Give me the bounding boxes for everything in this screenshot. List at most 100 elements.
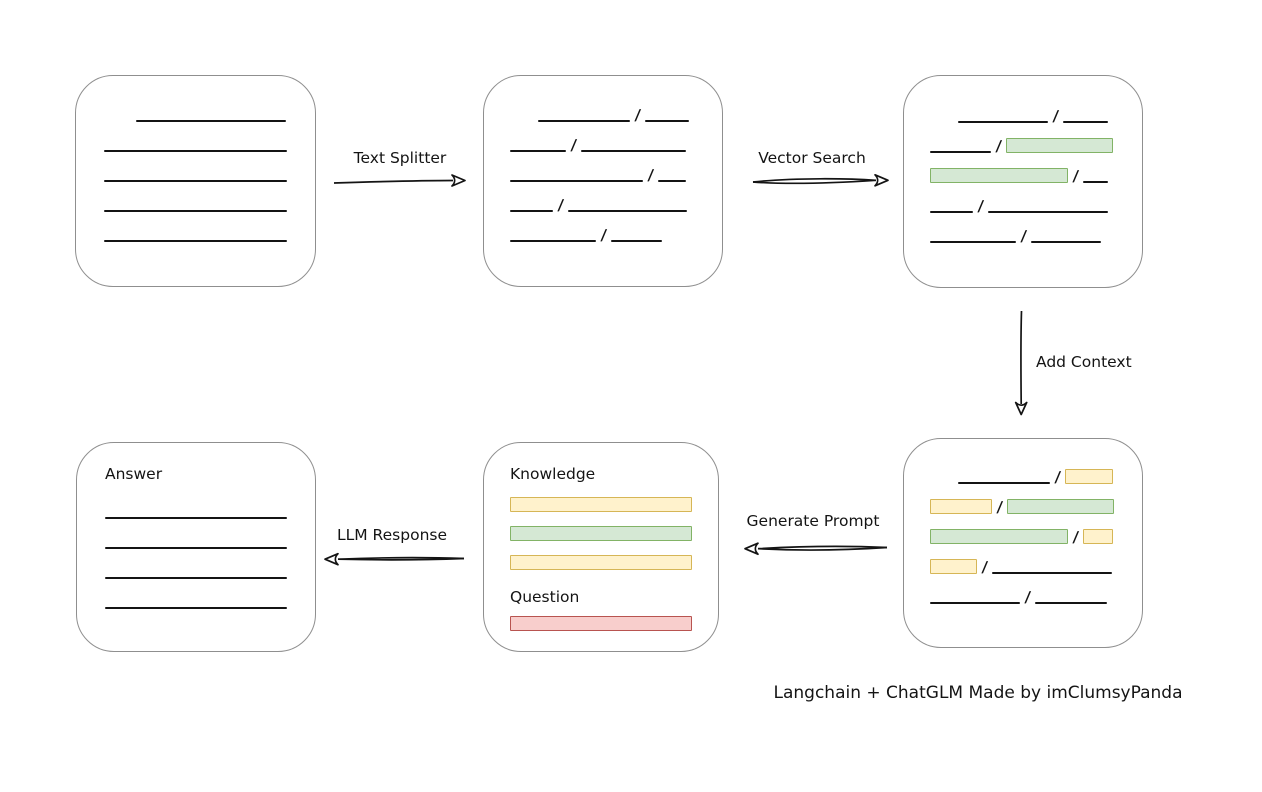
slash-separator: / [1054,468,1062,486]
text-line [581,150,687,152]
text-line [104,150,287,152]
chunk-row: / [930,498,1116,516]
text-line [992,572,1113,574]
text-line [105,547,287,549]
chunks-node: / / / / / [483,75,723,287]
slash-separator: / [1020,226,1028,245]
chunk-row: / [930,558,1116,576]
context-chunk-yellow-chip [1065,469,1114,484]
knowledge-yellow-bar [510,497,692,512]
text-line [510,210,553,212]
generate-prompt-arrow [744,542,888,556]
knowledge-green-bar [510,526,692,541]
text-line [611,240,663,242]
text-row [104,226,287,242]
slash-separator: / [557,196,565,214]
chunk-row: / [930,136,1116,155]
chunk-row: / [958,106,1116,125]
slash-separator: / [634,106,642,124]
text-line [1063,120,1109,123]
generate-prompt-label: Generate Prompt [746,512,880,530]
answer-label: Answer [105,465,163,483]
prompt-node: Knowledge Question [483,442,719,652]
question-label: Question [510,588,580,606]
chunk-lines: / / / / / [484,76,722,286]
text-line [105,607,287,609]
slash-separator: / [1052,106,1060,125]
text-line [104,210,287,212]
text-line [958,482,1050,484]
chunk-row: / [930,588,1116,606]
text-splitter-arrow [333,174,466,187]
text-line [645,120,690,122]
chunk-row: / [510,166,696,184]
matched-chunk-green-chip [930,167,1068,183]
slash-separator: / [1072,166,1080,185]
text-line [104,180,287,182]
text-row [104,136,287,152]
chunk-row: / [538,106,696,124]
text-line [105,577,287,579]
chunk-row: / [930,226,1116,245]
slash-separator: / [647,166,655,184]
context-chunk-yellow-chip [930,499,992,514]
slash-separator: / [996,498,1004,516]
text-row [104,106,287,122]
chunk-row: / [510,196,696,214]
credit-text: Langchain + ChatGLM Made by imClumsyPand… [773,683,1183,703]
text-line [1031,240,1102,243]
add-context-arrow [1014,310,1028,416]
text-line [1083,180,1109,183]
text-splitter-label: Text Splitter [353,149,447,167]
vector-search-arrow [752,173,889,187]
add-context-label: Add Context [1036,353,1132,371]
text-line [105,517,287,519]
text-line [658,180,687,182]
text-row [104,196,287,212]
text-line [510,180,643,182]
knowledge-yellow-bar [510,555,692,570]
slash-separator: / [1024,588,1032,606]
slash-separator: / [1072,528,1080,546]
text-row [104,166,287,182]
text-line [510,150,566,152]
slash-separator: / [570,136,578,154]
llm-response-arrow [324,552,465,566]
text-line [930,602,1020,604]
chunk-row: / [958,468,1116,486]
text-line [1035,602,1108,604]
text-line [988,210,1109,213]
chunk-row: / [510,136,696,154]
answer-node: Answer [76,442,316,652]
text-line [930,240,1016,243]
llm-response-label: LLM Response [336,526,447,544]
chunk-row: / [930,528,1116,546]
matched-chunk-green-chip [930,529,1068,544]
text-line [104,240,287,242]
context-chunk-yellow-chip [1083,529,1114,544]
document-lines [76,76,315,286]
chunk-row: / [510,226,696,244]
text-line [930,210,973,213]
text-line [568,210,688,212]
matched-chunk-lines: / / / / / [904,76,1142,287]
chunk-row: / [930,166,1116,185]
text-line [930,150,991,153]
slash-separator: / [981,558,989,576]
vector-search-label: Vector Search [758,149,866,167]
knowledge-label: Knowledge [510,465,596,483]
document-node [75,75,316,287]
context-chunks-node: / / / / / [903,438,1143,648]
text-line [510,240,596,242]
chunk-row: / [930,197,1116,215]
matched-chunk-green-chip [1006,137,1114,153]
slash-separator: / [600,226,608,244]
matched-chunk-green-chip [1007,499,1115,514]
context-chunk-yellow-chip [930,559,977,574]
text-line [958,120,1048,123]
text-line [538,120,630,122]
question-red-bar [510,616,692,631]
text-line [136,120,286,122]
slash-separator: / [995,136,1003,155]
